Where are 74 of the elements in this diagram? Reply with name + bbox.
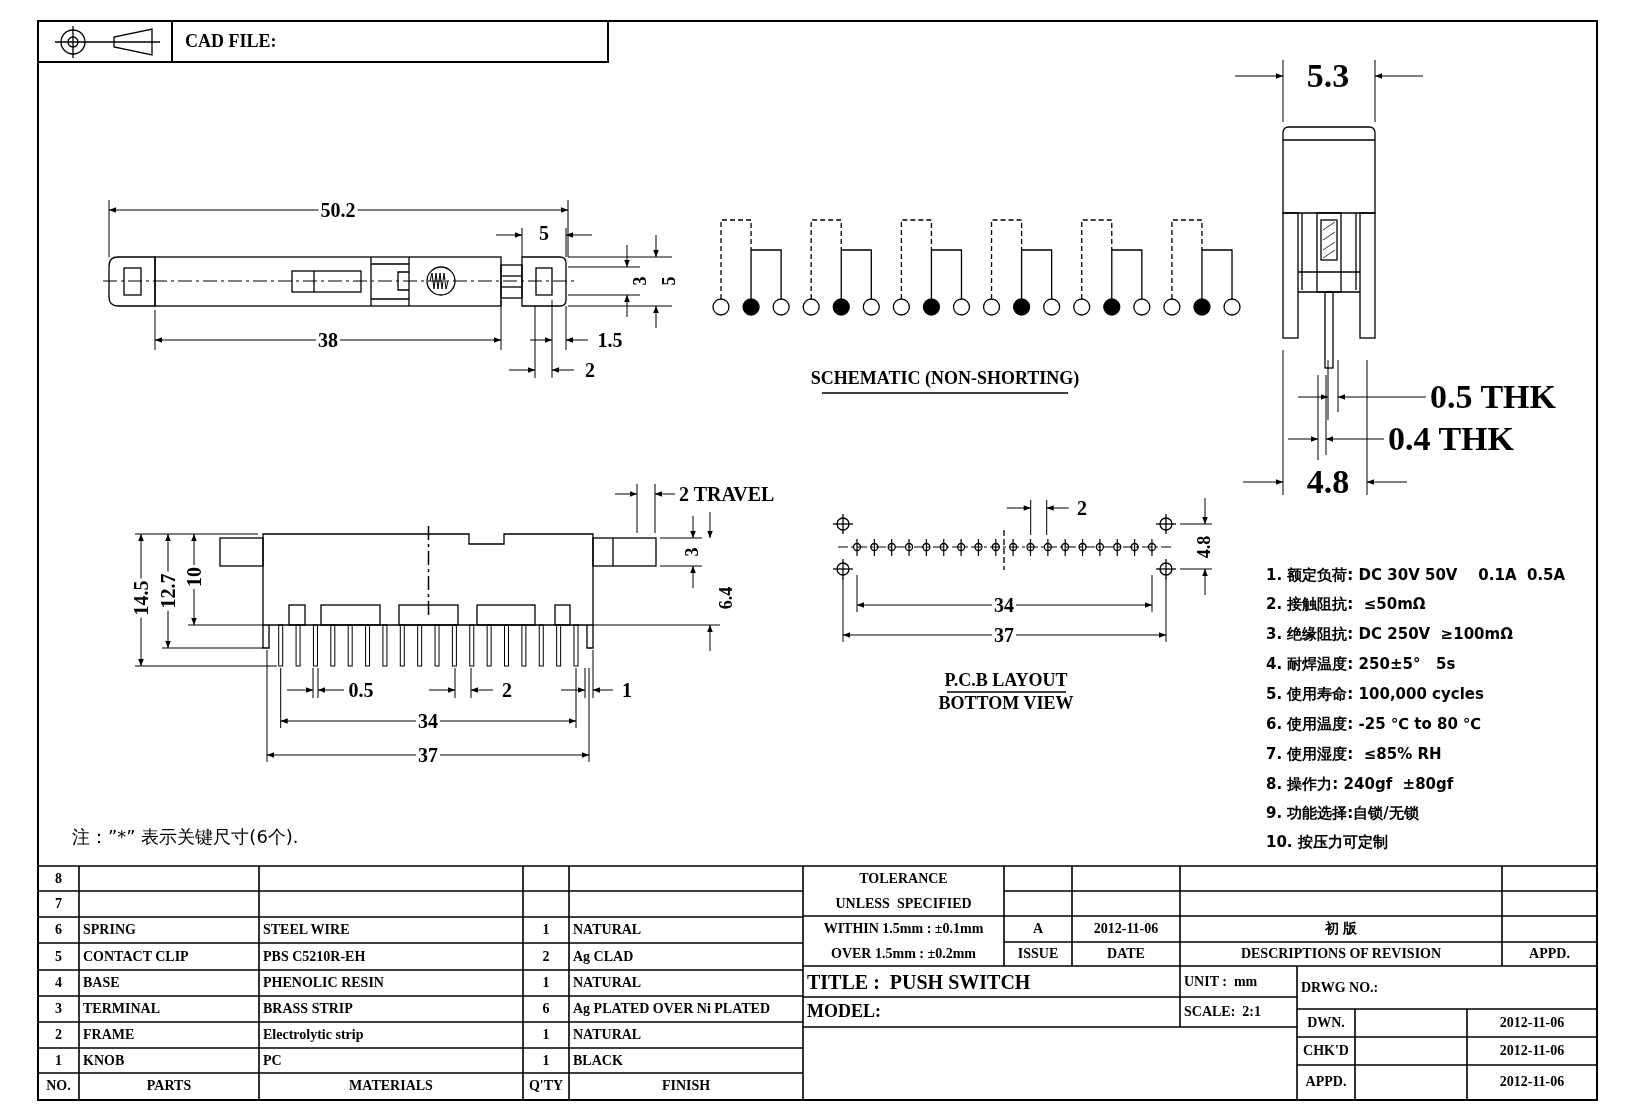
view-title: BOTTOM VIEW: [938, 694, 1074, 714]
spec-note: 1. 额定负荷: DC 30V 50V 0.1A 0.5A: [1266, 566, 1566, 584]
title-block-text: 2012-11-06: [1499, 1015, 1565, 1031]
title-block-text: 2012-11-06: [1499, 1043, 1565, 1059]
parts-list-text: PBS C5210R-EH: [263, 948, 366, 965]
parts-list-text: 6: [55, 922, 62, 938]
title-block-text: APPD.: [1305, 1074, 1347, 1090]
view-title: SCHEMATIC (NON-SHORTING): [810, 369, 1080, 389]
title-block-text: DWN.: [1307, 1015, 1345, 1031]
parts-list-text: 6: [542, 1001, 550, 1017]
parts-list-text: 1: [542, 1052, 550, 1069]
title-block-text: UNLESS SPECIFIED: [835, 895, 972, 912]
title-block-text: 初 版: [1325, 921, 1357, 937]
field-label: CAD FILE:: [185, 32, 277, 52]
title-block-text: ISSUE: [1017, 946, 1059, 962]
title-block-text: 2012-11-06: [1093, 921, 1159, 937]
spec-note: 9. 功能选择:自锁/无锁: [1266, 804, 1419, 822]
parts-list-text: NATURAL: [573, 922, 642, 938]
title-block-text: DESCRIPTIONS OF REVISION: [1240, 946, 1442, 962]
title-block-text: TOLERANCE: [859, 870, 948, 887]
title-block-text: TITLE : PUSH SWITCH: [807, 970, 1031, 993]
parts-list-text: PHENOLIC RESIN: [263, 975, 384, 991]
spec-note: 5. 使用寿命: 100,000 cycles: [1266, 685, 1484, 703]
parts-list-text: 1: [542, 922, 550, 938]
title-block-text: A: [1032, 921, 1044, 937]
title-block-text: SCALE: 2:1: [1184, 1004, 1261, 1020]
parts-list-text: FRAME: [83, 1027, 135, 1043]
parts-list-text: 1: [542, 975, 550, 991]
spec-note: 6. 使用温度: -25 ℃ to 80 ℃: [1266, 715, 1482, 733]
parts-list-text: KNOB: [83, 1052, 125, 1069]
parts-list-text: PC: [263, 1052, 282, 1069]
parts-list-text: SPRING: [83, 922, 136, 938]
title-block-text: APPD.: [1529, 946, 1570, 962]
spec-note: 8. 操作力: 240gf ±80gf: [1266, 775, 1454, 793]
parts-list-text: 1: [542, 1027, 550, 1043]
parts-list-text: TERMINAL: [83, 1001, 160, 1017]
parts-list-text: CONTACT CLIP: [83, 948, 189, 965]
title-block-text: 2012-11-06: [1499, 1074, 1565, 1090]
parts-list-text: NATURAL: [573, 1027, 642, 1043]
parts-list-text: NATURAL: [573, 975, 642, 991]
title-block-text: OVER 1.5mm : ±0.2mm: [831, 946, 976, 962]
title-block-text: DATE: [1107, 946, 1145, 962]
parts-list-text: 5: [55, 948, 62, 965]
parts-list-text: 7: [55, 896, 62, 912]
parts-list-text: Ag CLAD: [573, 948, 634, 965]
title-block-text: DRWG NO.:: [1301, 979, 1379, 996]
parts-list-text: PARTS: [146, 1078, 192, 1094]
parts-list-text: NO.: [46, 1078, 71, 1094]
parts-list-text: MATERIALS: [349, 1078, 433, 1094]
spec-note: 3. 绝缘阻抗: DC 250V ≥100mΩ: [1266, 625, 1513, 643]
parts-list-text: STEEL WIRE: [263, 922, 350, 938]
parts-list-text: FINISH: [661, 1078, 711, 1094]
note-text: 注：”*” 表示关键尺寸(6个).: [72, 827, 299, 847]
spec-note: 4. 耐焊温度: 250±5° 5s: [1266, 655, 1456, 673]
title-block-text: UNIT : mm: [1184, 973, 1258, 990]
parts-list-text: 2: [542, 948, 550, 965]
spec-note: 2. 接触阻抗: ≤50mΩ: [1266, 595, 1426, 613]
parts-list-text: 8: [55, 870, 62, 887]
title-block-text: MODEL:: [807, 1002, 881, 1022]
parts-list-text: BLACK: [573, 1052, 623, 1069]
parts-list-text: 2: [55, 1027, 62, 1043]
parts-list-text: 4: [55, 975, 62, 991]
spec-note: 10. 按压力可定制: [1266, 833, 1388, 851]
parts-list-text: 3: [55, 1001, 62, 1017]
parts-list-text: 1: [55, 1052, 62, 1069]
parts-list-text: BRASS STRIP: [263, 1001, 353, 1017]
parts-list-text: Q'TY: [528, 1078, 564, 1094]
title-block-text: WITHIN 1.5mm : ±0.1mm: [823, 921, 984, 937]
spec-note: 7. 使用湿度: ≤85% RH: [1266, 745, 1442, 763]
parts-list-text: Electrolytic strip: [263, 1027, 364, 1043]
title-block-text: CHK'D: [1303, 1043, 1349, 1059]
parts-list-text: Ag PLATED OVER Ni PLATED: [573, 1001, 771, 1017]
parts-list-text: BASE: [83, 975, 120, 991]
view-title: P.C.B LAYOUT: [944, 671, 1068, 691]
